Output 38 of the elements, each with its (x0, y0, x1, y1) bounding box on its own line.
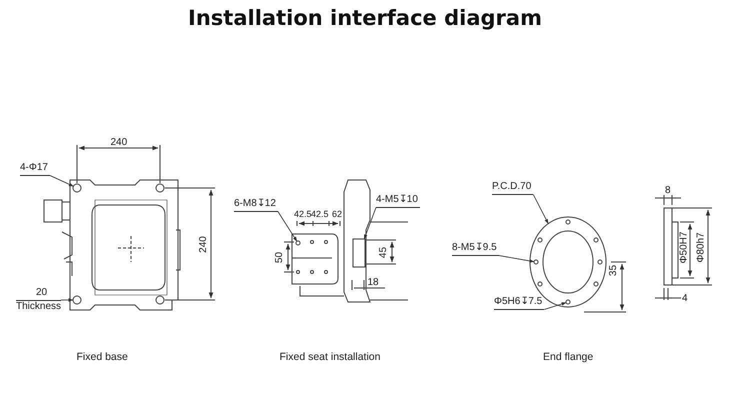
view-caption: End flange (543, 352, 594, 362)
dimension-value: 240 (110, 136, 128, 148)
dimension-value: 18 (368, 276, 379, 288)
dimension-value: 45 (378, 246, 389, 258)
callout-label: P.C.D.70 (492, 181, 534, 195)
view-caption: Fixed seat installation (280, 352, 380, 362)
dimension-value: 8 (665, 184, 671, 196)
dimension-value: Φ80h7 (696, 232, 707, 262)
leader-line (60, 298, 74, 302)
leader-line (364, 207, 376, 240)
leader-line (532, 194, 549, 224)
callout-label: 8-M5↧9.5 (452, 242, 499, 256)
dimension-value: Φ50H7 (678, 231, 690, 263)
callout-label: 4-M5↧10 (376, 194, 420, 208)
mounting-hole (72, 184, 82, 192)
dimension-value: 50 (274, 251, 285, 263)
pin-hole (566, 300, 570, 304)
view-caption: Fixed base (76, 352, 128, 362)
dimension-value: 4 (682, 292, 688, 304)
threaded-hole (296, 240, 300, 246)
dimension-value: 240 (197, 236, 208, 252)
leader-line (544, 302, 566, 310)
diagram-title: Installation interface diagram (187, 6, 543, 30)
leader-line (50, 175, 74, 187)
dimension-value: 35 (608, 264, 619, 276)
dimension-value: 62 (332, 209, 342, 219)
callout-label: Thickness (16, 301, 62, 313)
callout-label: 6-M8↧12 (234, 198, 278, 212)
dimension-value: 42.5 (294, 209, 312, 219)
dimension-value: 42.5 (311, 209, 329, 219)
mounting-plate (352, 238, 366, 268)
callout-label: 4-Φ17 (20, 162, 50, 176)
callout-label: 20 (16, 287, 62, 301)
threaded-hole (534, 260, 538, 264)
mounting-hole (72, 296, 82, 304)
leader-line (498, 255, 534, 263)
callout-label: Φ5H6↧7.5 (494, 296, 544, 310)
leader-line (278, 211, 298, 242)
